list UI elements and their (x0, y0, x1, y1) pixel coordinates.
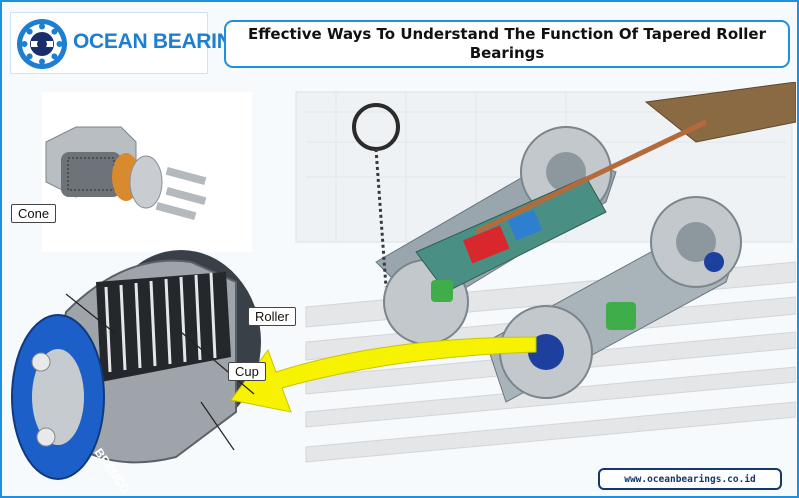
pointer-arrow-icon (230, 336, 537, 413)
website-url: www.oceanbearings.co.id (624, 473, 756, 485)
ocean-bearing-logo-icon (17, 19, 67, 69)
logo: OCEAN BEARING (10, 12, 248, 74)
cone-label: Cone (11, 204, 57, 223)
roller-label: Roller (248, 307, 296, 326)
bogie-frame (352, 103, 742, 403)
logo-text: OCEAN BEARING (73, 30, 248, 53)
tapered-roller-bearing: BRENCO (11, 250, 261, 494)
wood-beam (644, 82, 796, 143)
cup-label: Cup (228, 362, 266, 381)
page-title: Effective Ways To Understand The Functio… (248, 25, 766, 62)
roller-cage (104, 272, 217, 373)
bearing-illustration: BRENCO (11, 82, 796, 494)
exploded-view-inset (42, 92, 252, 252)
website-link[interactable]: www.oceanbearings.co.id (598, 468, 782, 490)
callout-leaders (65, 293, 255, 451)
title-box: Effective Ways To Understand The Functio… (224, 20, 790, 68)
